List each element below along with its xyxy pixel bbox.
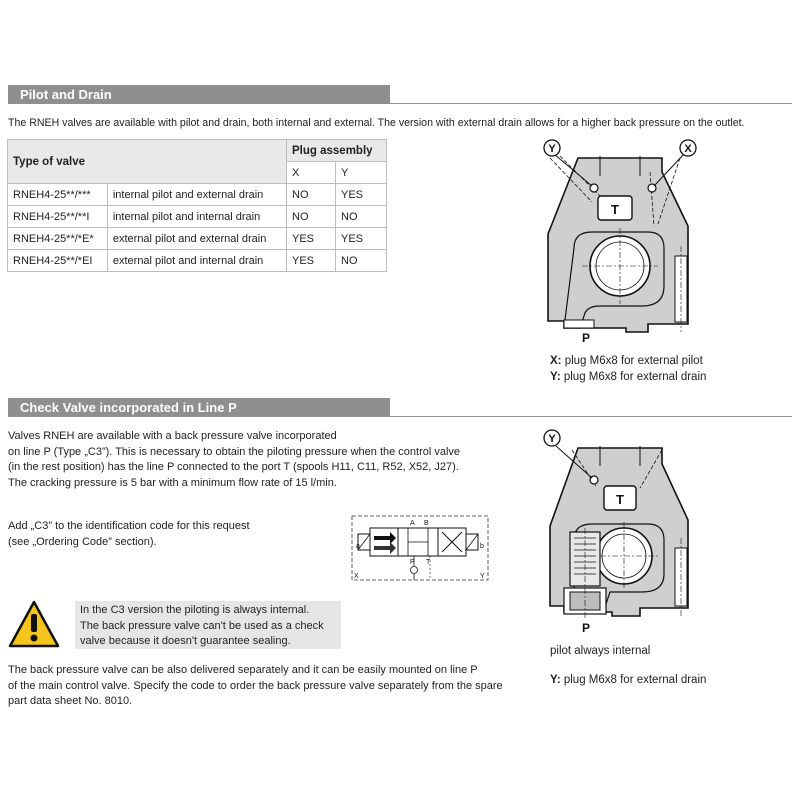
paragraph-line: Add „C3” to the identification code for … bbox=[8, 520, 250, 532]
valve-type-table: Type of valve Plug assembly X Y RNEH4-25… bbox=[7, 139, 387, 272]
symbol-B-label: B bbox=[424, 520, 429, 527]
symbol-Y-label: Y bbox=[480, 573, 485, 580]
header-type-of-valve: Type of valve bbox=[7, 139, 287, 184]
table-row: RNEH4-25**/*** internal pilot and extern… bbox=[7, 183, 387, 206]
paragraph-line: on line P (Type „C3”). This is necessary… bbox=[8, 445, 461, 458]
label-y: Y bbox=[548, 433, 556, 445]
valve-body-drawing-pilot-drain: T P Y X bbox=[543, 139, 697, 345]
caption-text: plug M6x8 for external drain bbox=[560, 371, 707, 383]
warning-line: valve because it doesn't guarantee seali… bbox=[80, 635, 291, 647]
port-t-label: T bbox=[611, 202, 619, 217]
valve-body-drawing-check-valve: T P Y bbox=[543, 429, 689, 635]
header-plug-assembly: Plug assembly bbox=[286, 139, 387, 162]
symbol-b-label: b bbox=[480, 543, 484, 550]
plug-x: YES bbox=[286, 249, 336, 272]
figure1-caption-x: X: plug M6x8 for external pilot bbox=[550, 353, 703, 369]
port-p-label: P bbox=[582, 621, 590, 635]
label-y: Y bbox=[548, 143, 556, 155]
caption-key: X: bbox=[550, 355, 562, 367]
paragraph-line: (see „Ordering Code” section). bbox=[8, 535, 157, 548]
header-x: X bbox=[286, 161, 336, 184]
caption-key: Y: bbox=[550, 371, 561, 383]
warning-box bbox=[75, 601, 341, 649]
symbol-X-label: X bbox=[354, 573, 359, 580]
valve-code: RNEH4-25**/**I bbox=[7, 205, 108, 228]
table-row: RNEH4-25**/*EI external pilot and intern… bbox=[7, 249, 387, 272]
paragraph-line: The back pressure valve can be also deli… bbox=[8, 664, 478, 676]
hydraulic-valve-symbol: a b A B P T X Y bbox=[351, 515, 489, 581]
section-divider bbox=[390, 416, 792, 417]
plug-x: NO bbox=[286, 205, 336, 228]
plug-y: YES bbox=[335, 227, 387, 250]
figure2-caption-pilot: pilot always internal bbox=[550, 645, 651, 657]
warning-line: In the C3 version the piloting is always… bbox=[80, 604, 310, 616]
plug-x: NO bbox=[286, 183, 336, 206]
valve-code: RNEH4-25**/*E* bbox=[7, 227, 108, 250]
valve-desc: external pilot and internal drain bbox=[106, 249, 288, 272]
warning-line: The back pressure valve can't be used as… bbox=[80, 619, 324, 632]
valve-code: RNEH4-25**/*EI bbox=[7, 249, 108, 272]
valve-desc: internal pilot and external drain bbox=[106, 183, 288, 206]
figure1-caption-y: Y: plug M6x8 for external drain bbox=[550, 369, 706, 385]
port-t-label: T bbox=[616, 492, 624, 507]
symbol-A-label: A bbox=[410, 520, 415, 527]
paragraph-line: The cracking pressure is 5 bar with a mi… bbox=[8, 476, 337, 489]
plug-y: NO bbox=[335, 249, 387, 272]
plug-y: YES bbox=[335, 183, 387, 206]
paragraph-line: (in the rest position) has the line P co… bbox=[8, 461, 459, 473]
symbol-P-label: P bbox=[410, 559, 415, 566]
section-title: Check Valve incorporated in Line P bbox=[20, 400, 237, 415]
paragraph-line: Valves RNEH are available with a back pr… bbox=[8, 430, 337, 442]
port-p-label: P bbox=[582, 331, 590, 345]
section-header-check-valve: Check Valve incorporated in Line P bbox=[8, 398, 390, 417]
caption-key: Y: bbox=[550, 674, 561, 686]
valve-code: RNEH4-25**/*** bbox=[7, 183, 108, 206]
table-row: RNEH4-25**/*E* external pilot and extern… bbox=[7, 227, 387, 250]
plug-x: YES bbox=[286, 227, 336, 250]
warning-triangle-icon bbox=[8, 600, 60, 648]
symbol-a-label: a bbox=[356, 543, 360, 550]
table-row: RNEH4-25**/**I internal pilot and intern… bbox=[7, 205, 387, 228]
valve-desc: external pilot and external drain bbox=[106, 227, 288, 250]
intro-paragraph: The RNEH valves are available with pilot… bbox=[8, 117, 745, 129]
section-header-pilot-drain: Pilot and Drain bbox=[8, 85, 390, 104]
section-title: Pilot and Drain bbox=[20, 87, 112, 102]
caption-text: plug M6x8 for external pilot bbox=[561, 355, 703, 367]
symbol-T-label: T bbox=[426, 559, 431, 566]
paragraph-line: of the main control valve. Specify the c… bbox=[8, 679, 503, 692]
paragraph-line: part data sheet No. 8010. bbox=[8, 695, 133, 707]
caption-text: plug M6x8 for external drain bbox=[560, 674, 707, 686]
valve-desc: internal pilot and internal drain bbox=[106, 205, 288, 228]
plug-y: NO bbox=[335, 205, 387, 228]
header-y: Y bbox=[335, 161, 387, 184]
figure2-caption-y: Y: plug M6x8 for external drain bbox=[550, 672, 706, 688]
section-divider bbox=[390, 103, 792, 104]
label-x: X bbox=[684, 143, 692, 155]
